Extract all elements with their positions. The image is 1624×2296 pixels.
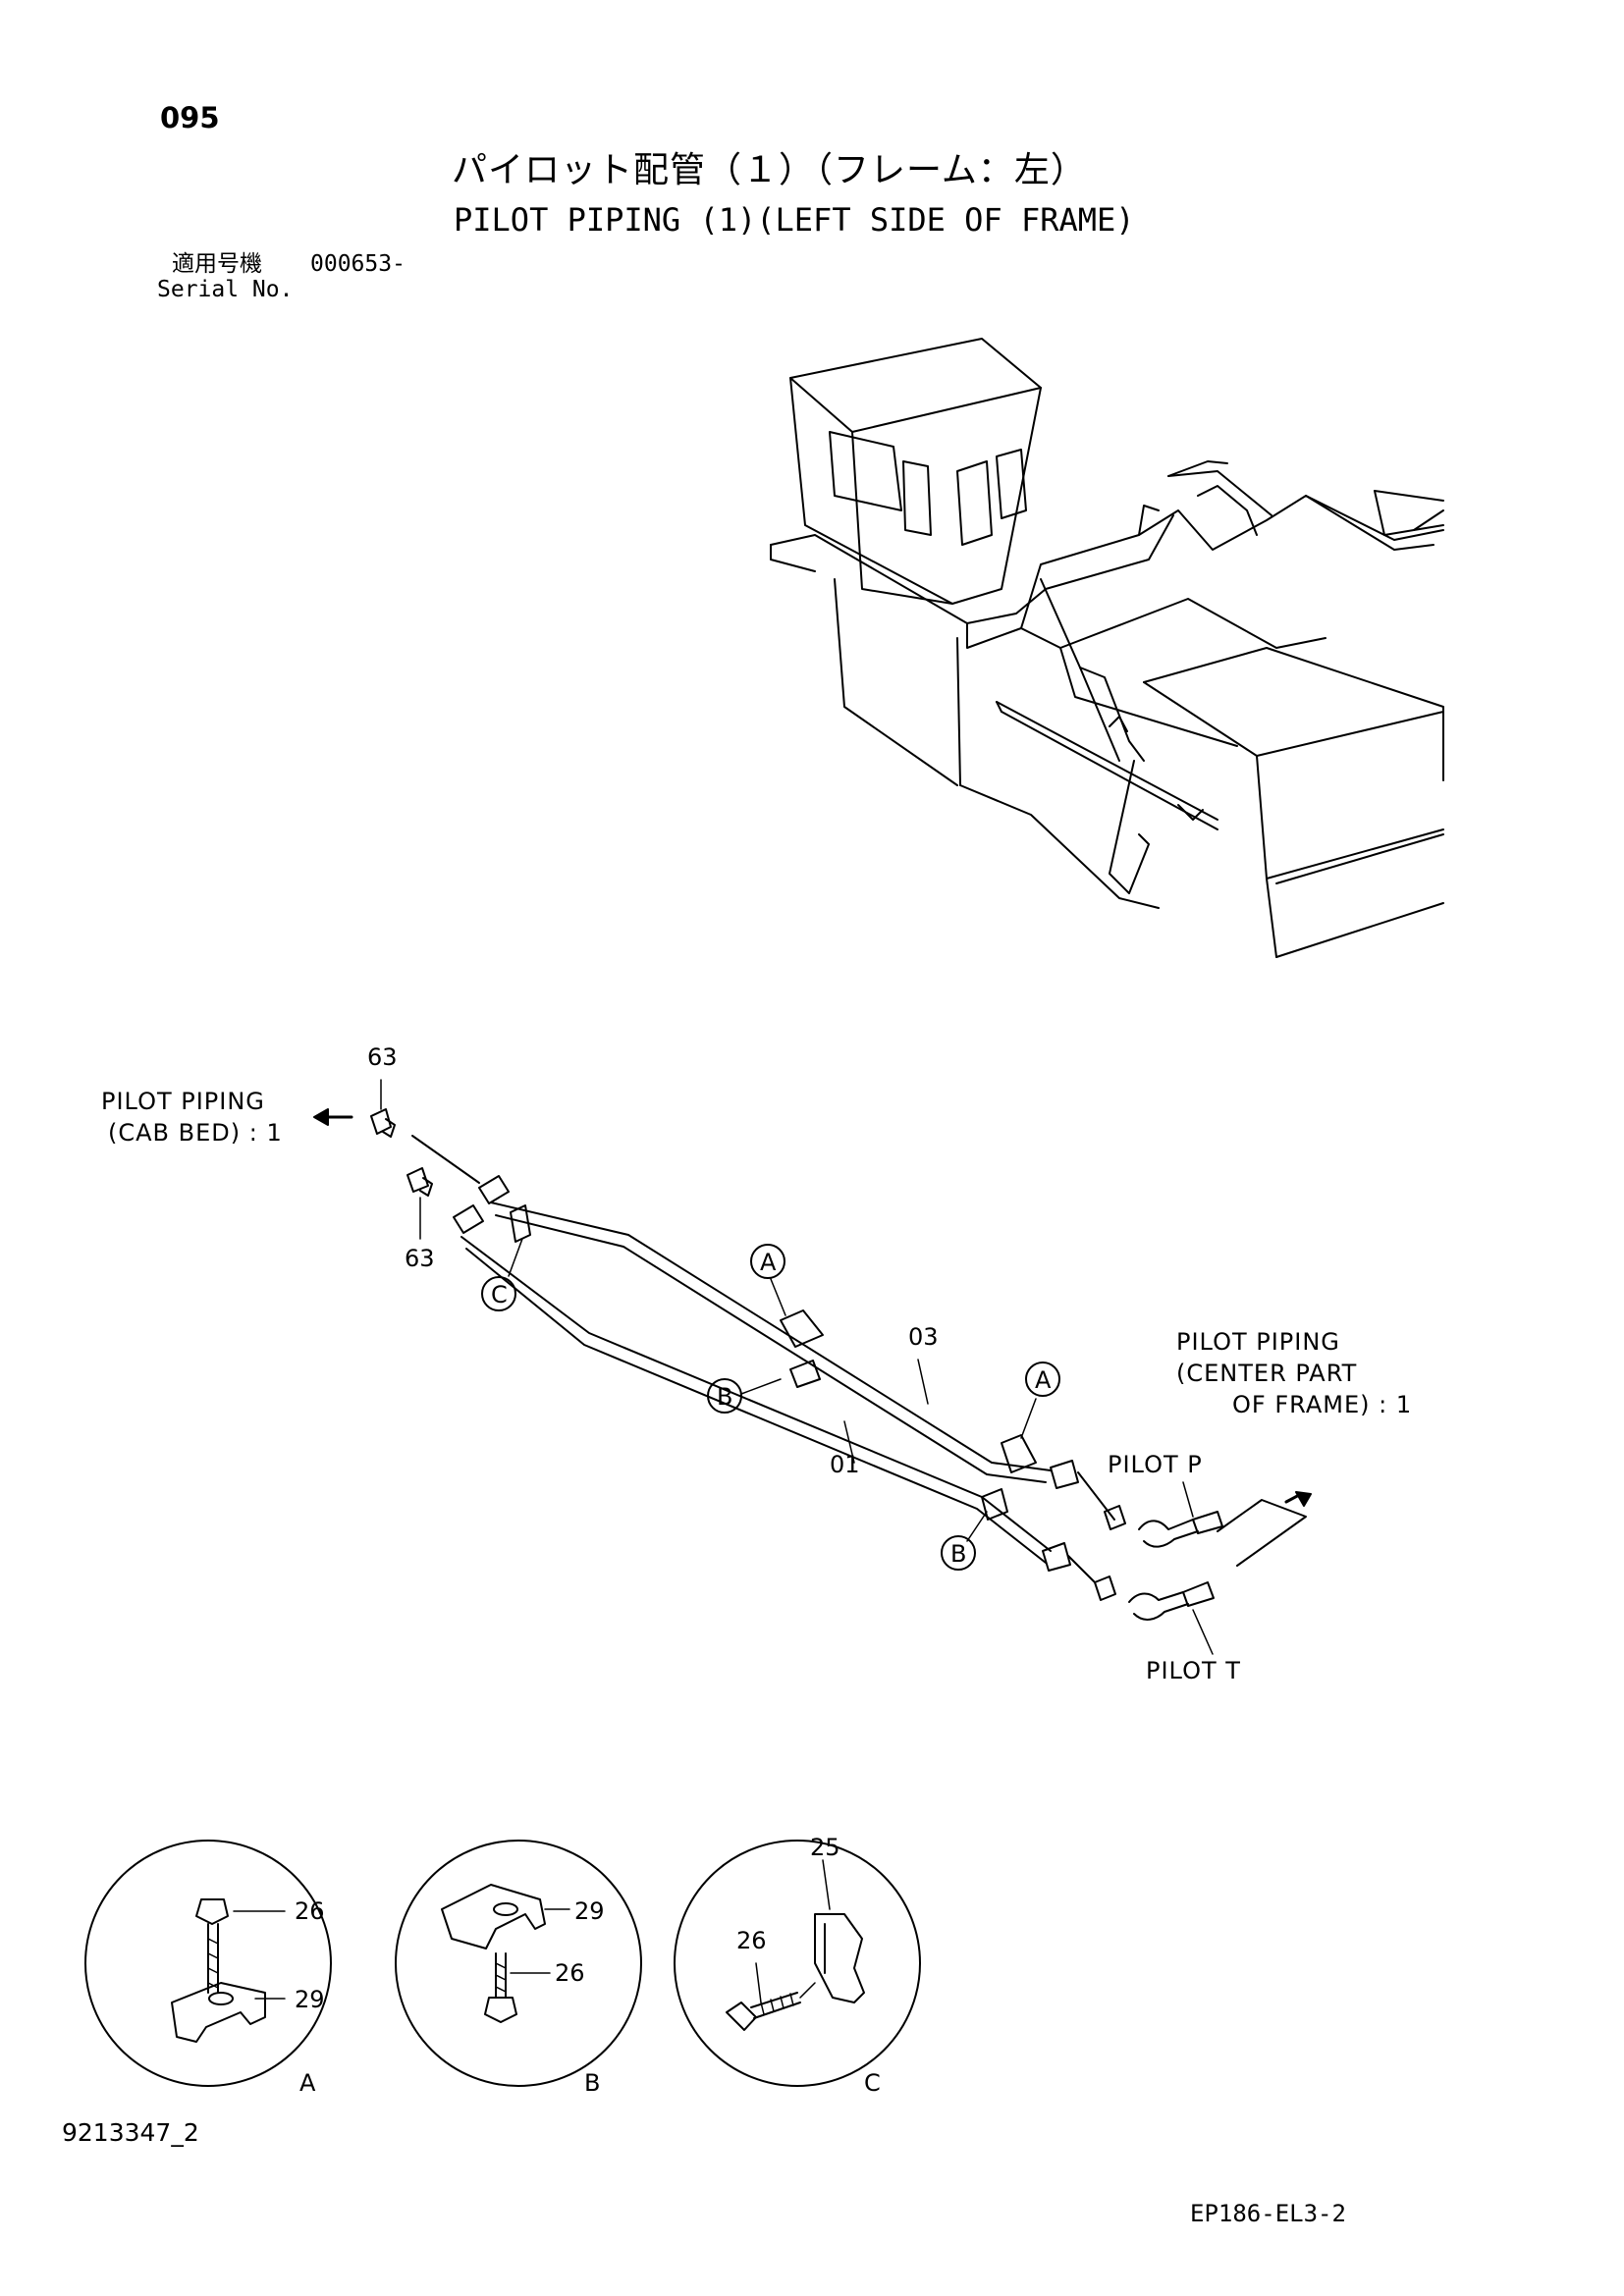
detail-b-part-29: 29 [574,1897,605,1925]
clamp-marker-a-1: A [760,1249,777,1276]
clamp-marker-b-1: B [717,1383,733,1411]
callout-to-center-line3: OF FRAME) : 1 [1232,1391,1413,1418]
pilot-port-fittings [1094,1505,1223,1621]
callout-to-cab-bed-line1: PILOT PIPING [101,1088,265,1115]
part-number-63-lower: 63 [405,1245,435,1272]
callout-to-cab-bed-line2: (CAB BED) : 1 [108,1119,283,1147]
pilot-pipe-03 [490,1201,1052,1483]
sheet-id: EP186-EL3-2 [1190,2200,1346,2227]
serial-value: 000653- [310,251,406,277]
callout-to-center-line2: (CENTER PART [1176,1360,1358,1387]
callout-to-center-line1: PILOT PIPING [1176,1328,1340,1356]
machine-frame-illustration [770,338,1444,958]
page-title-english: PILOT PIPING (1)(LEFT SIDE OF FRAME) [454,201,1135,239]
detail-view-b [395,1840,642,2087]
detail-c-part-25: 25 [810,1834,840,1861]
serial-label-english: Serial No. [157,277,294,302]
detail-b-part-26: 26 [555,1959,585,1987]
direction-arrow-icon [313,1108,1312,1567]
callout-pilot-p: PILOT P [1108,1451,1203,1478]
detail-view-c [674,1840,921,2087]
serial-label-japanese: 適用号機 [172,251,262,277]
figure-number: 9213347_2 [62,2118,199,2147]
detail-c-part-26: 26 [736,1927,767,1954]
leader-lines [380,1079,1214,1655]
page-title-japanese: パイロット配管（１）（フレーム：左） [452,150,1087,190]
page-number: 095 [160,101,220,134]
part-number-63-upper: 63 [367,1043,398,1071]
detail-view-a [84,1840,332,2087]
hose-fittings [411,1135,1115,1583]
clamp-marker-a-2: A [1035,1366,1052,1394]
pipe-clamps [510,1204,1037,1521]
part-number-03: 03 [908,1323,939,1351]
detail-b-letter: B [584,2069,601,2097]
detail-a-part-29: 29 [295,1986,325,2013]
elbow-fitting-icon [370,1108,433,1197]
clamp-marker-c: C [491,1281,508,1308]
part-number-01: 01 [830,1451,860,1478]
clamp-marker-b-2: B [950,1540,967,1568]
callout-pilot-t: PILOT T [1146,1657,1241,1684]
clamp-reference-markers [481,1244,1060,1571]
pilot-pipe-01 [460,1236,1052,1564]
detail-a-letter: A [299,2069,316,2097]
detail-a-part-26: 26 [295,1897,325,1925]
detail-c-letter: C [864,2069,881,2097]
